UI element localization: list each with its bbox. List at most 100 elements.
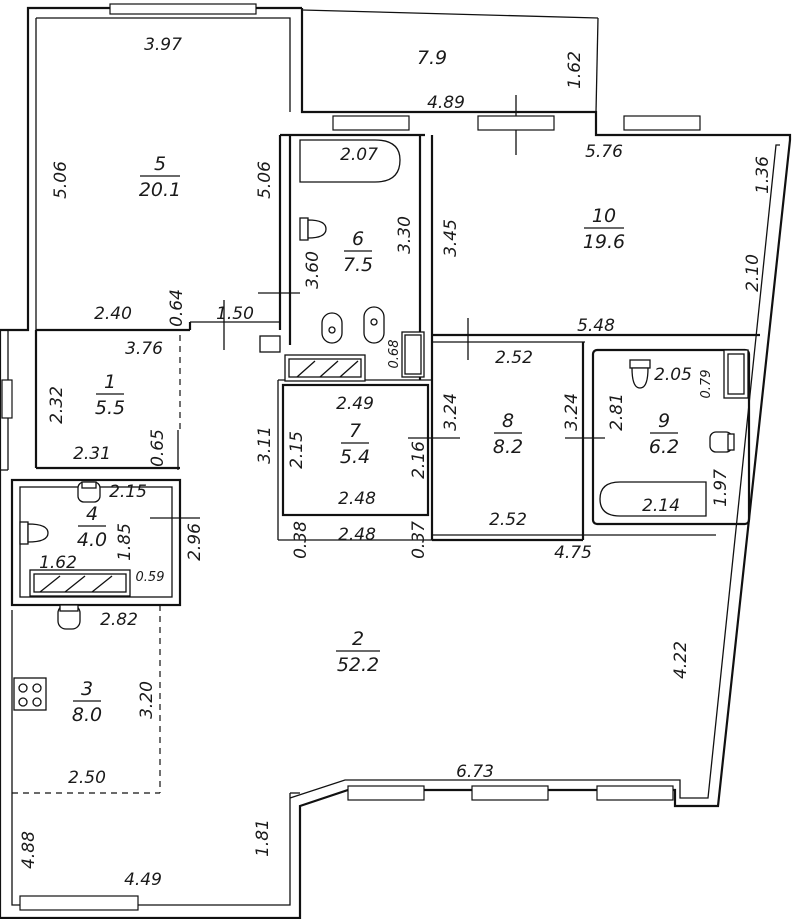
- window-icon: [471, 785, 549, 801]
- dimension: 2.32: [47, 386, 67, 424]
- stove-icon: [13, 677, 47, 711]
- dimension: 4.88: [19, 831, 39, 869]
- room-area: 5.5: [95, 397, 125, 419]
- dimension: 2.40: [94, 304, 132, 324]
- room-labels: 5 20.1 6 7.5 10 19.6 1 5.5 7 5.4 8 8.2: [72, 47, 679, 726]
- dimension: 5.06: [255, 161, 275, 199]
- dimension-labels: 3.97 4.89 2.07 5.76 2.40 1.50 5.48 3.76 …: [19, 35, 773, 890]
- sink-icon: [57, 604, 81, 630]
- room-number: 3: [81, 678, 93, 700]
- window-icon: [596, 785, 674, 801]
- dimension: 2.31: [73, 444, 111, 464]
- window-icon: [1, 379, 13, 419]
- toilet-icon: [629, 359, 651, 389]
- room-label-2: 2 52.2: [336, 628, 380, 676]
- fixtures: [13, 139, 749, 711]
- dimension: 2.81: [607, 393, 627, 431]
- dimension: 0.65: [148, 429, 168, 467]
- room-label-3: 3 8.0: [72, 678, 102, 726]
- dimension: 3.97: [144, 35, 182, 55]
- dimension: 3.24: [562, 393, 582, 431]
- interior-walls: [10, 95, 760, 794]
- sink-icon: [77, 481, 101, 503]
- dimension: 2.05: [654, 365, 692, 385]
- dimension: 4.49: [124, 870, 162, 890]
- window-icon: [347, 785, 425, 801]
- dimension: 2.82: [100, 610, 138, 630]
- window-icon: [19, 895, 139, 911]
- dimension: 4.89: [427, 93, 465, 113]
- dimension: 2.50: [68, 768, 106, 788]
- room-number: 10: [592, 205, 616, 227]
- room-area: 6.2: [649, 436, 679, 458]
- room-area: 4.0: [77, 529, 107, 551]
- room-label-7: 7 5.4: [340, 420, 370, 468]
- dimension: 2.14: [642, 496, 680, 516]
- dimension: 2.15: [287, 431, 307, 469]
- window-icon: [109, 3, 257, 15]
- toilet-icon: [19, 521, 49, 545]
- dimension: 2.48: [338, 525, 376, 545]
- room-area: 19.6: [583, 231, 625, 253]
- dimension: 6.73: [456, 762, 494, 782]
- room-area: 7.5: [343, 254, 373, 276]
- dimension: 3.11: [255, 426, 275, 464]
- dimension: 2.48: [338, 489, 376, 509]
- dimension: 3.76: [125, 339, 163, 359]
- dimension: 2.52: [495, 348, 533, 368]
- dimension: 5.06: [51, 161, 71, 199]
- sink-icon: [259, 335, 281, 353]
- room-number: 8: [502, 410, 514, 432]
- washing-machine-icon: [723, 349, 749, 399]
- bathtub-icon: [299, 139, 401, 183]
- room-label-4: 4 4.0: [77, 503, 107, 551]
- dimension: 2.16: [409, 441, 429, 479]
- window-icon: [477, 115, 555, 131]
- room-label-5: 5 20.1: [139, 153, 181, 201]
- room-area: 8.0: [72, 704, 102, 726]
- dimension: 2.07: [340, 145, 378, 165]
- dimension: 0.59: [136, 570, 165, 585]
- sink-icon: [709, 431, 735, 453]
- room-number: 7: [349, 420, 361, 442]
- room-area: 8.2: [493, 436, 523, 458]
- dimension: 3.60: [303, 251, 323, 289]
- dimension: 4.75: [554, 543, 592, 563]
- dimension: 0.38: [291, 521, 311, 559]
- window-icon: [623, 115, 701, 131]
- room-label-9: 9 6.2: [649, 410, 679, 458]
- dimension: 1.36: [753, 156, 773, 194]
- dimension: 0.79: [699, 370, 714, 399]
- washing-machine-icon: [29, 569, 131, 597]
- dimension: 3.45: [441, 219, 461, 257]
- outer-walls: [0, 6, 792, 919]
- room-number: 2: [352, 628, 364, 650]
- room-label-10: 10 19.6: [583, 205, 625, 253]
- room-area: 20.1: [139, 179, 181, 201]
- bathtub-icon: [599, 481, 707, 517]
- dimension: 3.20: [137, 681, 157, 719]
- room-number: 9: [658, 410, 670, 432]
- window-icon: [332, 115, 410, 131]
- dimension: 2.10: [743, 254, 763, 292]
- dimension: 0.68: [387, 340, 402, 369]
- dimension: 3.24: [441, 393, 461, 431]
- room-number: 1: [104, 371, 116, 393]
- dimension: 4.22: [671, 641, 691, 679]
- windows: [1, 3, 701, 911]
- dimension: 5.76: [585, 142, 623, 162]
- room-area: 5.4: [340, 446, 370, 468]
- dimension: 1.81: [253, 819, 273, 857]
- dimension: 2.52: [489, 510, 527, 530]
- room-number: 6: [352, 228, 364, 250]
- dimension: 2.49: [336, 394, 374, 414]
- room-area: 52.2: [337, 654, 379, 676]
- dimension: 1.62: [39, 553, 77, 573]
- dimension: 2.96: [185, 523, 205, 561]
- room-label-8: 8 8.2: [493, 410, 523, 458]
- dimension: 2.15: [109, 482, 147, 502]
- dimension: 1.97: [711, 469, 731, 507]
- dimension: 1.50: [216, 304, 254, 324]
- dimension: 3.30: [395, 216, 415, 254]
